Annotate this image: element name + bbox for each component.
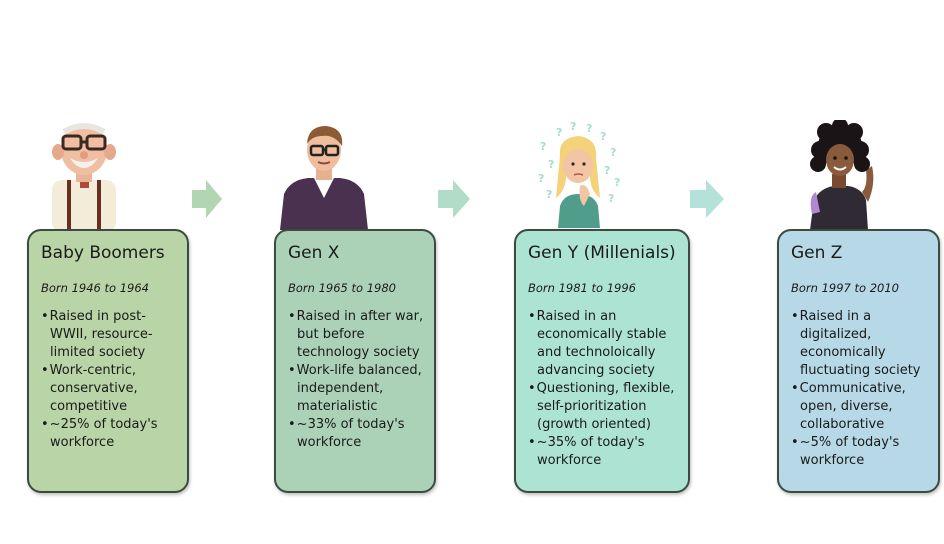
trait-list: Raised in after war, but before technolo… [288,308,424,452]
svg-text:?: ? [570,120,576,133]
birth-range: Born 1997 to 2010 [791,281,899,295]
birth-range: Born 1946 to 1964 [41,281,149,295]
svg-text:?: ? [546,188,552,201]
card-title: Gen Y (Millenials) [528,243,676,263]
gen-z-illustration [810,120,874,230]
trait-item: Work-life balanced, independent, materia… [288,362,424,416]
card-baby-boomers: Baby Boomers Born 1946 to 1964 Raised in… [27,229,189,493]
trait-item: ~5% of today's workforce [791,434,928,470]
trait-item: ~35% of today's workforce [528,434,678,470]
card-title: Gen Z [791,243,843,263]
gen-y-illustration: ??? ??? ??? ??? [538,120,620,228]
svg-text:?: ? [608,192,614,205]
card-title: Baby Boomers [41,243,165,263]
svg-text:?: ? [540,140,546,153]
trait-item: ~25% of today's workforce [41,416,177,452]
baby-boomer-illustration [52,123,116,230]
svg-text:?: ? [610,146,616,159]
arrow-shape [438,180,470,218]
trait-item: Work-centric, conservative, competitive [41,362,177,416]
trait-item: Communicative, open, diverse, collaborat… [791,380,928,434]
trait-list: Raised in an economically stable and tec… [528,308,678,470]
svg-text:?: ? [548,158,554,171]
svg-text:?: ? [604,164,610,177]
svg-text:?: ? [556,126,562,139]
trait-item: Questioning, flexible, self-prioritizati… [528,380,678,434]
svg-text:?: ? [538,172,544,185]
trait-list: Raised in post-WWII, resource-limited so… [41,308,177,452]
gen-x-illustration [280,126,368,230]
arrow-shape [192,180,222,218]
arrow-shape [690,180,724,218]
card-title: Gen X [288,243,340,263]
card-gen-z: Gen Z Born 1997 to 2010 Raised in a digi… [777,229,940,493]
svg-text:?: ? [614,176,620,189]
card-gen-x: Gen X Born 1965 to 1980 Raised in after … [274,229,436,493]
trait-item: Raised in post-WWII, resource-limited so… [41,308,177,362]
trait-item: Raised in an economically stable and tec… [528,308,678,380]
arrow-right-icon [690,180,724,218]
trait-item: ~33% of today's workforce [288,416,424,452]
trait-list: Raised in a digitalized, economically fl… [791,308,928,470]
svg-text:?: ? [600,130,606,143]
arrow-right-icon [438,180,470,218]
birth-range: Born 1981 to 1996 [528,281,636,295]
svg-text:?: ? [586,122,592,135]
birth-range: Born 1965 to 1980 [288,281,396,295]
trait-item: Raised in a digitalized, economically fl… [791,308,928,380]
trait-item: Raised in after war, but before technolo… [288,308,424,362]
arrow-right-icon [192,180,222,218]
card-gen-y: Gen Y (Millenials) Born 1981 to 1996 Rai… [514,229,690,493]
